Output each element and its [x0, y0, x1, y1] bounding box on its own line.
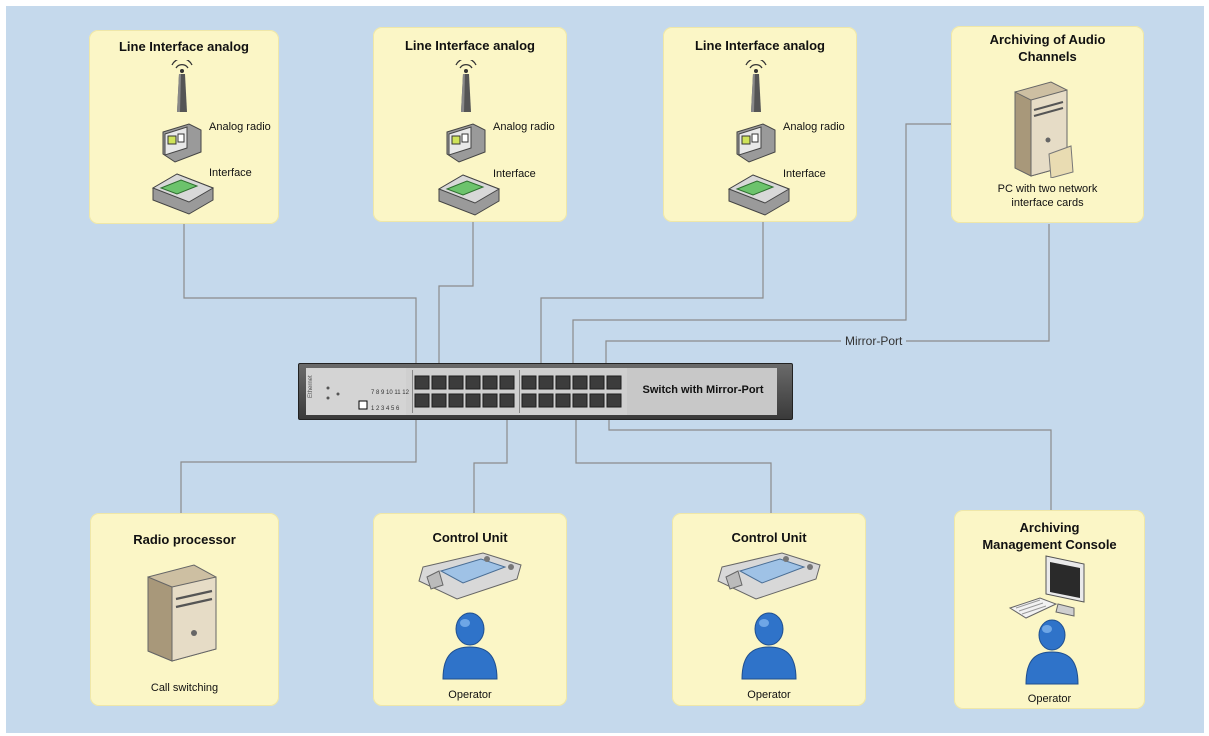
keyboard-icon [1008, 597, 1058, 619]
switch-port [482, 393, 498, 408]
switch-port [572, 375, 588, 390]
archiving-console-box: Archiving Management Console Operator [954, 510, 1145, 709]
interface-device-icon [151, 173, 215, 215]
interface-label: Interface [209, 167, 252, 179]
switch-port [572, 393, 588, 408]
diagram-canvas: Mirror-Port Line Interface analog Analog… [6, 6, 1204, 733]
switch-port [482, 375, 498, 390]
control-panel-icon [717, 552, 821, 600]
analog-radio-label: Analog radio [209, 121, 271, 133]
switch-port [465, 393, 481, 408]
interface-label: Interface [783, 168, 826, 180]
switch-label: Switch with Mirror-Port [642, 384, 764, 396]
monitor-icon [1045, 555, 1085, 617]
connection-lines [180, 123, 1052, 513]
box-title: Line Interface analog [118, 39, 250, 54]
operator-caption: Operator [448, 689, 492, 701]
server-icon [147, 564, 217, 662]
network-switch: Ethernet 1 2 3 4 5 6 7 8 9 10 11 12 Swit… [298, 363, 793, 420]
operator-person-icon [741, 612, 797, 680]
switch-port [606, 393, 622, 408]
switch-label-area [627, 368, 777, 415]
switch-port [414, 375, 430, 390]
box-title: Line Interface analog [694, 38, 826, 53]
interface-device-icon [437, 174, 501, 216]
box-title: Archiving of Audio Channels [989, 32, 1106, 64]
switch-port [431, 375, 447, 390]
operator-person-icon [442, 612, 498, 680]
box-title: Radio processor [133, 532, 236, 547]
box-title: Control Unit [432, 530, 508, 545]
wire-archiving-pc-2-mirror [605, 224, 1050, 363]
server-icon [1014, 81, 1074, 178]
switch-port [499, 375, 515, 390]
control-unit-box-2: Control Unit Operator [672, 513, 866, 706]
radio-processor-box: Radio processor Call switching [90, 513, 279, 706]
switch-port [555, 375, 571, 390]
box-title: Line Interface analog [404, 38, 536, 53]
interface-label: Interface [493, 168, 536, 180]
switch-port [414, 393, 430, 408]
switch-port [589, 393, 605, 408]
switch-port [521, 375, 537, 390]
wire-line-interface-1 [183, 224, 417, 363]
line-interface-box-2: Line Interface analog Analog radio Inter… [373, 27, 567, 222]
antenna-icon [745, 60, 767, 112]
wire-line-interface-3 [540, 218, 764, 363]
operator-person-icon [1025, 619, 1079, 685]
mirror-port-label: Mirror-Port [841, 334, 907, 348]
line-interface-box-3: Line Interface analog Analog radio Inter… [663, 27, 857, 222]
archiving-audio-box: Archiving of Audio Channels PC with two … [951, 26, 1144, 223]
switch-port [538, 375, 554, 390]
svg-text:1 2 3 4 5 6: 1 2 3 4 5 6 [371, 406, 400, 412]
archiving-pc-caption: PC with two network interface cards [997, 183, 1098, 209]
analog-radio-icon [736, 123, 776, 163]
svg-text:7 8 9 10 11 12: 7 8 9 10 11 12 [371, 390, 410, 396]
interface-device-icon [727, 174, 791, 216]
wire-control-unit-1 [473, 418, 508, 513]
antenna-icon [171, 60, 193, 112]
box-title: Control Unit [731, 530, 807, 545]
analog-radio-label: Analog radio [493, 121, 555, 133]
switch-port [499, 393, 515, 408]
wire-control-unit-2 [575, 418, 772, 513]
analog-radio-icon [162, 123, 202, 163]
operator-caption: Operator [1027, 693, 1072, 705]
switch-port [538, 393, 554, 408]
switch-port [448, 375, 464, 390]
wire-archiving-console [608, 418, 1052, 513]
radio-processor-caption: Call switching [150, 682, 219, 694]
switch-port [521, 393, 537, 408]
svg-text:Ethernet: Ethernet [308, 375, 314, 398]
control-panel-icon [418, 552, 522, 600]
wire-radio-processor [180, 418, 417, 513]
switch-port [448, 393, 464, 408]
switch-port [606, 375, 622, 390]
box-title: Archiving Management Console [982, 520, 1117, 552]
control-unit-box-1: Control Unit Operator [373, 513, 567, 706]
wire-archiving-pc-1 [572, 123, 951, 363]
analog-radio-icon [446, 123, 486, 163]
antenna-icon [455, 60, 477, 112]
switch-port-icon: Ethernet 1 2 3 4 5 6 7 8 9 10 11 12 [306, 368, 629, 415]
switch-port [589, 375, 605, 390]
analog-radio-label: Analog radio [783, 121, 845, 133]
line-interface-box-1: Line Interface analog Analog radio Inter… [89, 30, 279, 224]
switch-port [431, 393, 447, 408]
operator-caption: Operator [747, 689, 791, 701]
switch-port [555, 393, 571, 408]
wire-line-interface-2 [438, 218, 474, 363]
switch-port [465, 375, 481, 390]
